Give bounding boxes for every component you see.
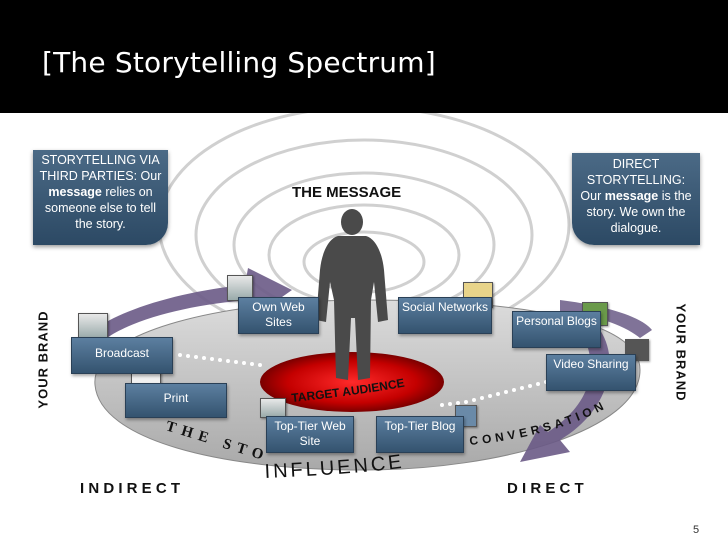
- own-web-sites-box: Own Web Sites: [238, 297, 319, 334]
- indirect-label: I N D I R E C T: [80, 480, 181, 497]
- broadcast-box: Broadcast: [71, 337, 173, 374]
- right-callout-text-1: DIRECT STORYTELLING: Our: [580, 157, 686, 203]
- tv-icon: [78, 313, 108, 339]
- right-arc-arrow: [520, 330, 610, 462]
- personal-blogs-box: Personal Blogs: [512, 311, 601, 348]
- target-audience-disc: [260, 352, 444, 412]
- top-tier-blog-box: Top-Tier Blog: [376, 416, 464, 453]
- video-sharing-box: Video Sharing: [546, 354, 636, 391]
- person-silhouette: [316, 209, 388, 380]
- print-box: Print: [125, 383, 227, 418]
- left-callout-text-2: relies on someone else to tell the story…: [44, 185, 157, 231]
- the-message-label: THE MESSAGE: [292, 184, 402, 201]
- direct-storytelling-callout: DIRECT STORYTELLING: Our message is the …: [572, 153, 700, 245]
- your-brand-left-label: YOUR BRAND: [35, 310, 51, 409]
- title-bar: [The Storytelling Spectrum]: [0, 0, 728, 113]
- your-brand-right-label: YOUR BRAND: [673, 303, 689, 402]
- social-networks-box: Social Networks: [398, 297, 492, 334]
- page-number: 5: [693, 524, 700, 536]
- slide-title: [The Storytelling Spectrum]: [42, 46, 436, 79]
- right-callout-text-2: is the story. We own the dialogue.: [586, 189, 692, 235]
- third-party-storytelling-callout: STORYTELLING VIA THIRD PARTIES: Our mess…: [33, 150, 168, 245]
- left-callout-bold: message: [48, 185, 102, 199]
- monitor-icon: [260, 398, 286, 418]
- top-tier-web-site-box: Top-Tier Web Site: [266, 416, 354, 453]
- left-callout-text-1: STORYTELLING VIA THIRD PARTIES: Our: [39, 153, 162, 183]
- right-callout-bold: message: [604, 189, 659, 203]
- direct-label: D I R E C T: [507, 480, 584, 497]
- dotted-spectrum-line: [178, 353, 548, 407]
